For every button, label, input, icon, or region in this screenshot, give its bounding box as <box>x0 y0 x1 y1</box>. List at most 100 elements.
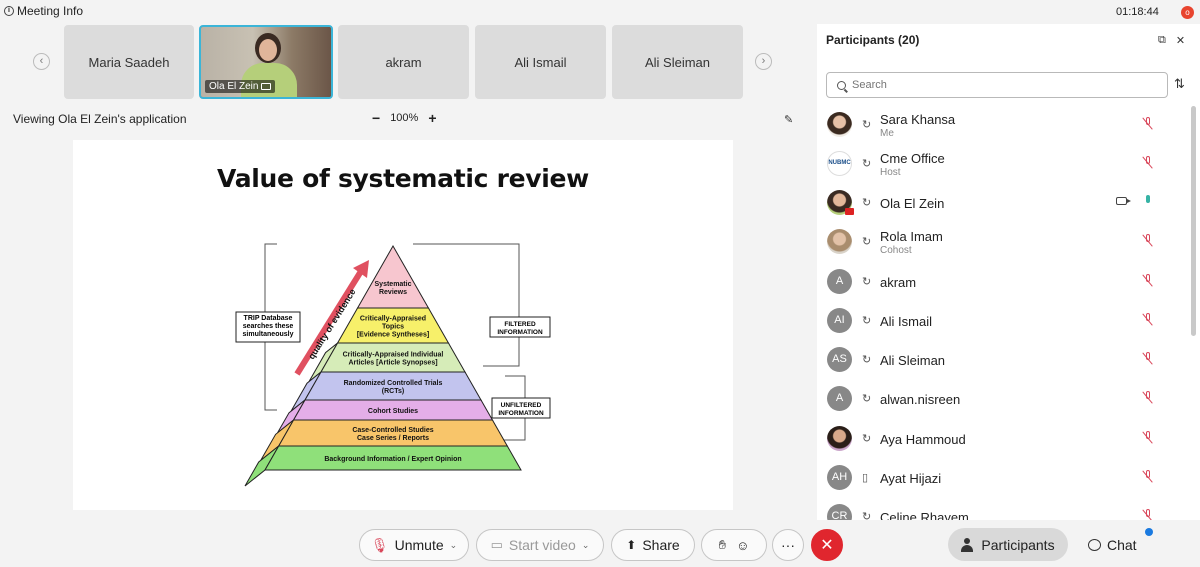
participant-row[interactable]: A↻alwan.nisreen <box>817 380 1187 418</box>
video-tile-active[interactable]: Ola El Zein <box>199 25 333 99</box>
strip-next-button[interactable]: › <box>755 53 772 70</box>
pop-out-icon[interactable]: ⧉ <box>1158 34 1166 46</box>
screen-share-icon <box>261 83 272 90</box>
close-icon[interactable]: ✕ <box>1175 35 1186 47</box>
participant-name: Ola El Zein <box>880 196 945 211</box>
pyramid-layer-label: Critically-Appraised Individual <box>343 352 444 359</box>
pyramid-layer-label: Case-Controlled Studies <box>352 427 433 434</box>
connection-icon: ↻ <box>862 393 872 405</box>
more-options-button[interactable]: ··· <box>772 529 804 561</box>
search-input[interactable] <box>852 79 1152 91</box>
mic-muted-icon: 🎙︎ <box>370 536 389 553</box>
sharing-badge-icon <box>845 208 854 215</box>
unmute-label: Unmute <box>394 537 444 553</box>
mic-muted-icon[interactable] <box>1142 352 1153 366</box>
participant-row[interactable]: AS↻Ali Sleiman <box>817 341 1187 379</box>
connection-icon: ↻ <box>862 119 872 131</box>
end-call-button[interactable]: ✕ <box>811 529 843 561</box>
emoji-reaction-icon[interactable]: ☺︎ <box>736 537 750 553</box>
recording-icon[interactable]: o <box>1181 6 1194 19</box>
pyramid-layer-label: Systematic <box>375 281 412 288</box>
connection-icon: ↻ <box>862 511 872 520</box>
mic-muted-icon[interactable] <box>1142 117 1153 131</box>
pyramid-layer-label: Cohort Studies <box>368 408 418 415</box>
mic-muted-icon[interactable] <box>1142 274 1153 288</box>
filtered-box <box>489 316 551 338</box>
zoom-control: − 100% + <box>372 110 437 126</box>
meeting-info-button[interactable]: i Meeting Info <box>4 4 83 18</box>
strip-prev-button[interactable]: ‹ <box>33 53 50 70</box>
raise-hand-icon[interactable]: ✋︎ <box>718 537 727 552</box>
connection-icon: ↻ <box>862 276 872 288</box>
mic-muted-icon[interactable] <box>1142 431 1153 445</box>
pyramid-layer-label: Topics <box>382 324 404 331</box>
chat-notification-badge <box>1145 528 1153 536</box>
start-video-button[interactable]: ▭ Start video ⌄ <box>476 529 604 561</box>
viewing-label: Viewing Ola El Zein's application <box>13 112 187 126</box>
participant-row[interactable]: AI↻Ali Ismail <box>817 302 1187 340</box>
mic-muted-icon[interactable] <box>1142 391 1153 405</box>
mic-muted-icon[interactable] <box>1142 509 1153 520</box>
chevron-down-icon[interactable]: ⌄ <box>449 539 458 550</box>
connection-icon: ↻ <box>862 236 872 248</box>
avatar <box>827 426 852 451</box>
participant-name: Sara Khansa <box>880 112 956 127</box>
participant-name: Ali Sleiman <box>880 353 946 368</box>
share-button[interactable]: ⬆︎ Share <box>611 529 695 561</box>
mic-muted-icon[interactable] <box>1142 313 1153 327</box>
pyramid-layer-label: (RCTs) <box>382 388 404 395</box>
participants-tab-label: Participants <box>981 536 1055 553</box>
participant-row[interactable]: A↻akram <box>817 263 1187 301</box>
participant-row[interactable]: AH▯Ayat Hijazi <box>817 459 1187 497</box>
video-person-face <box>259 39 277 61</box>
mic-on-icon[interactable] <box>1143 195 1153 209</box>
mic-muted-icon[interactable] <box>1142 156 1153 170</box>
video-tile[interactable]: akram <box>338 25 469 99</box>
participant-name: Ali Ismail <box>880 314 933 329</box>
zoom-out-button[interactable]: − <box>372 110 381 126</box>
evidence-pyramid: SystematicReviewsCritically-AppraisedTop… <box>235 243 551 487</box>
zoom-in-button[interactable]: + <box>428 110 437 126</box>
scrollbar[interactable] <box>1191 106 1196 336</box>
chevron-down-icon[interactable]: ⌄ <box>581 539 590 550</box>
video-tile[interactable]: Maria Saadeh <box>64 25 194 99</box>
meeting-info-label: Meeting Info <box>17 4 84 18</box>
participant-row[interactable]: CR↻Celine Rhayem <box>817 498 1187 520</box>
pyramid-layers: SystematicReviewsCritically-AppraisedTop… <box>264 244 522 471</box>
pyramid-layer-label: Background Information / Expert Opinion <box>324 456 461 463</box>
participant-row[interactable]: ↻ Ola El Zein <box>817 184 1187 222</box>
unmute-button[interactable]: 🎙︎ Unmute ⌄ <box>359 529 469 561</box>
participant-name: Ayat Hijazi <box>880 471 942 486</box>
person-icon <box>961 537 974 552</box>
participant-row[interactable]: ↻Aya Hammoud <box>817 420 1187 458</box>
mic-muted-icon[interactable] <box>1142 234 1153 248</box>
video-off-icon: ▭ <box>490 537 503 552</box>
mic-muted-icon[interactable] <box>1142 470 1153 484</box>
participant-search <box>826 72 1168 98</box>
participant-name: Aya Hammoud <box>880 432 966 447</box>
pyramid-layer <box>264 445 522 471</box>
participant-name: akram <box>880 275 917 290</box>
participants-tab[interactable]: Participants <box>948 528 1068 561</box>
chat-tab[interactable]: Chat <box>1088 528 1137 561</box>
search-icon <box>837 80 846 90</box>
connection-icon: ↻ <box>862 197 872 209</box>
annotate-icon[interactable]: ✎ <box>784 114 794 126</box>
video-tile[interactable]: Ali Sleiman <box>612 25 743 99</box>
pyramid-layer-label: Reviews <box>379 289 407 296</box>
meeting-timer: 01:18:44 <box>1116 6 1159 18</box>
slide-title: Value of systematic review <box>217 164 589 193</box>
pyramid-layer-label: [Evidence Syntheses] <box>357 332 429 339</box>
video-tile-name: Maria Saadeh <box>88 54 170 70</box>
sort-icon[interactable]: ⇅ <box>1174 76 1185 91</box>
video-tile[interactable]: Ali Ismail <box>475 25 606 99</box>
avatar: AS <box>827 347 852 372</box>
chat-icon <box>1088 538 1101 551</box>
